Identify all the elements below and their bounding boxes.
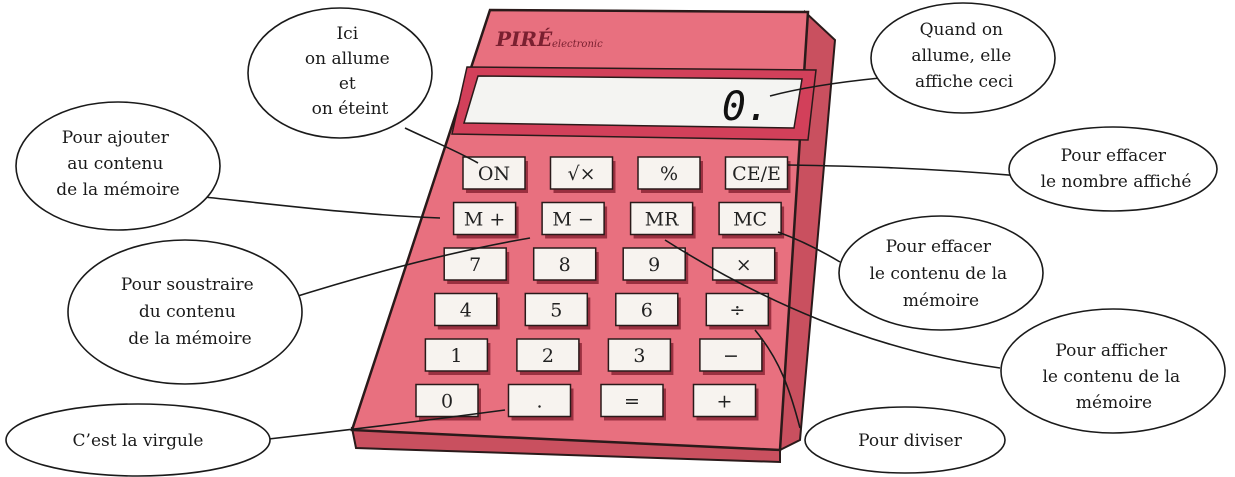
brand-logo: PIRÉ — [495, 27, 553, 51]
key-label: CE/E — [732, 163, 781, 185]
key-label: 8 — [559, 254, 571, 276]
key-label: M − — [552, 209, 593, 231]
key-label: 1 — [450, 345, 462, 367]
key-5-button[interactable]: 5 — [525, 294, 590, 330]
key-subtract-button[interactable]: − — [700, 339, 765, 375]
key-6-button[interactable]: 6 — [616, 294, 681, 330]
key-label: × — [736, 254, 752, 276]
key-label: ÷ — [729, 300, 745, 322]
key-label: % — [660, 163, 678, 185]
key-label: ON — [478, 163, 510, 185]
key-add-button[interactable]: + — [694, 385, 759, 421]
key-label: 3 — [633, 345, 645, 367]
key-percent-button[interactable]: % — [638, 157, 703, 193]
key-label: MR — [645, 209, 679, 231]
key-2-button[interactable]: 2 — [517, 339, 582, 375]
key-sqrt-button[interactable]: √× — [551, 157, 616, 193]
key-multiply-button[interactable]: × — [713, 248, 778, 284]
key-memory-recall-button[interactable]: MR — [631, 203, 696, 239]
key-label: 5 — [550, 300, 562, 322]
key-clear-entry-button[interactable]: CE/E — [726, 157, 791, 193]
key-memory-subtract-button[interactable]: M − — [542, 203, 607, 239]
bubble-ce — [1009, 127, 1217, 211]
key-label: √× — [567, 163, 595, 185]
key-equals-button[interactable]: = — [601, 385, 666, 421]
key-divide-button[interactable]: ÷ — [706, 294, 771, 330]
key-label: MC — [733, 209, 767, 231]
key-memory-clear-button[interactable]: MC — [719, 203, 784, 239]
key-label: . — [536, 391, 542, 413]
callout-m-minus-text: Pour soustraire du contenu de la mémoire — [121, 275, 259, 349]
brand-subtitle: electronic — [552, 39, 603, 50]
key-3-button[interactable]: 3 — [608, 339, 673, 375]
callout-display-on-text: Quand on allume, elle affiche ceci — [911, 20, 1016, 92]
key-label: + — [717, 391, 733, 413]
key-label: 9 — [648, 254, 660, 276]
key-label: 6 — [641, 300, 653, 322]
leader-m-plus — [195, 196, 440, 218]
callout-comma-text: C’est la virgule — [73, 431, 204, 451]
key-label: 0 — [441, 391, 453, 413]
key-label: 4 — [460, 300, 472, 322]
key-memory-add-button[interactable]: M + — [454, 203, 519, 239]
key-8-button[interactable]: 8 — [534, 248, 599, 284]
key-9-button[interactable]: 9 — [623, 248, 688, 284]
key-label: = — [624, 391, 640, 413]
key-4-button[interactable]: 4 — [435, 294, 500, 330]
key-on-button[interactable]: ON — [463, 157, 528, 193]
key-decimal-button[interactable]: . — [509, 385, 574, 421]
key-label: M + — [464, 209, 505, 231]
key-label: − — [723, 345, 739, 367]
key-label: 2 — [542, 345, 554, 367]
callout-divide-text: Pour diviser — [858, 431, 963, 451]
display-value: 0. — [722, 84, 770, 130]
callout-m-plus-text: Pour ajouter au contenu de la mémoire — [56, 128, 179, 200]
key-1-button[interactable]: 1 — [425, 339, 490, 375]
key-label: 7 — [469, 254, 481, 276]
